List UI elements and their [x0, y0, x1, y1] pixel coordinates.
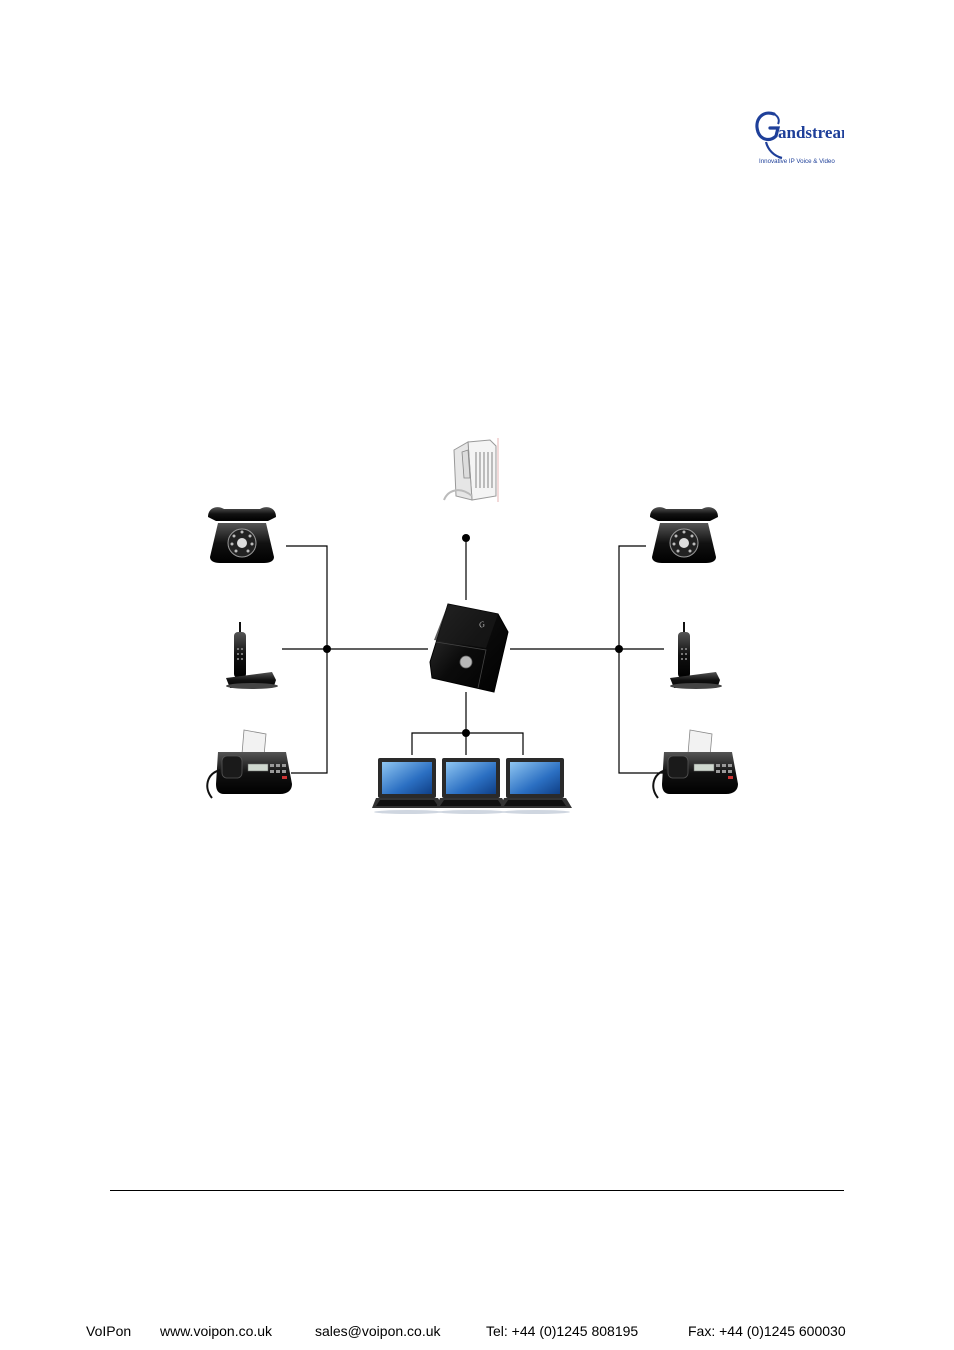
- line-left-phone: [286, 545, 328, 649]
- footer-email-link[interactable]: sales@voipon.co.uk: [315, 1323, 441, 1339]
- logo-tagline: Innovative IP Voice & Video: [759, 158, 835, 165]
- junction-modem: [462, 534, 470, 542]
- line-right-phone: [618, 545, 646, 649]
- junction-right: [615, 645, 623, 653]
- laptop-2-icon: [436, 758, 508, 814]
- connection-lines: [282, 538, 668, 774]
- grandstream-logo-icon: andstream Innovative IP Voice & Video: [755, 111, 855, 165]
- cable-modem-icon: [443, 438, 499, 502]
- footer-tel: Tel: +44 (0)1245 808195: [486, 1323, 639, 1339]
- logo-brand-text: andstream: [778, 123, 844, 142]
- footer-company: VoIPon: [86, 1323, 132, 1339]
- footer-website-link[interactable]: www.voipon.co.uk: [160, 1323, 273, 1339]
- grandstream-logo: andstream Innovative IP Voice & Video: [752, 106, 855, 166]
- laptop-1-icon: [372, 758, 444, 814]
- rotary-phone-left-icon: [208, 507, 276, 563]
- cordless-phone-right-icon: [670, 622, 722, 689]
- line-left-fax: [291, 649, 328, 774]
- fax-machine-left-icon: [206, 729, 292, 799]
- cordless-phone-left-icon: [226, 622, 278, 689]
- laptop-3-icon: [500, 758, 572, 814]
- fax-machine-right-icon: [652, 729, 738, 799]
- rotary-phone-right-icon: [650, 507, 718, 563]
- junction-left: [323, 645, 331, 653]
- footer-fax: Fax: +44 (0)1245 600030: [688, 1323, 846, 1339]
- svg-text:G: G: [478, 619, 487, 630]
- junction-dots: [323, 534, 623, 737]
- ata-device-icon: G: [429, 603, 509, 693]
- page-footer: VoIPon www.voipon.co.uk sales@voipon.co.…: [86, 1323, 886, 1343]
- junction-lan: [462, 729, 470, 737]
- line-right-fax: [618, 649, 668, 774]
- footer-divider: [110, 1190, 844, 1191]
